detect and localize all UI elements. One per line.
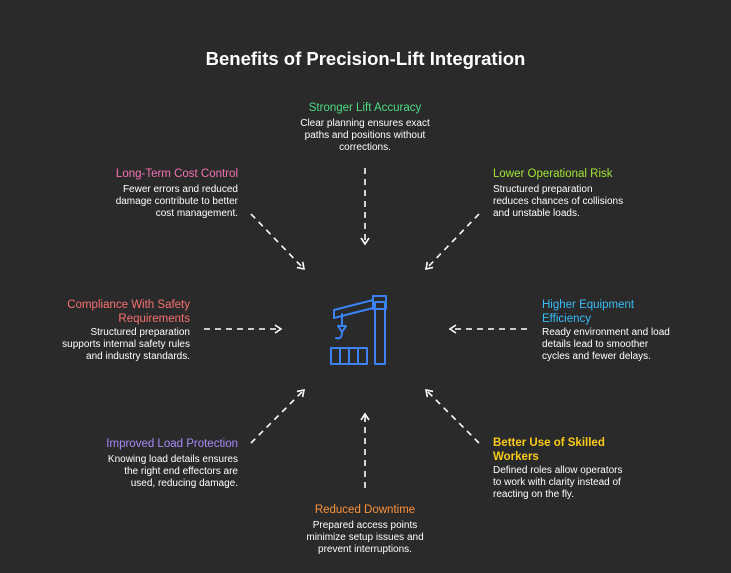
body-line: corrections. <box>339 142 391 153</box>
benefit-body: Structured preparation supports internal… <box>20 327 190 363</box>
heading-line: Compliance With Safety <box>67 299 190 311</box>
body-line: Structured preparation <box>90 327 190 338</box>
benefit-body: Clear planning ensures exact paths and p… <box>260 118 470 154</box>
crane-icon <box>330 295 387 365</box>
benefit-heading: Stronger Lift Accuracy <box>308 102 422 114</box>
benefit-body: Defined roles allow operators to work wi… <box>493 465 693 501</box>
body-line: Fewer errors and reduced <box>122 184 238 195</box>
body-line: details lead to smoother <box>542 339 649 350</box>
benefit-heading: Higher Equipment Efficiency <box>542 298 722 326</box>
benefit-lift-accuracy: Stronger Lift Accuracy Clear planning en… <box>260 101 470 154</box>
body-line: and unstable loads. <box>493 208 580 219</box>
heading-line: Better Use of Skilled <box>493 437 605 449</box>
benefit-heading: Better Use of Skilled Workers <box>493 436 693 464</box>
body-line: the right end effectors are <box>124 466 238 477</box>
benefit-body: Fewer errors and reduced damage contribu… <box>38 184 238 220</box>
body-line: to work with clarity instead of <box>493 477 621 488</box>
benefit-heading: Reduced Downtime <box>314 504 416 516</box>
benefit-body: Ready environment and load details lead … <box>542 327 722 363</box>
arrow-from-bottom-left <box>250 388 306 444</box>
body-line: paths and positions without <box>304 130 426 141</box>
body-line: used, reducing damage. <box>130 478 238 489</box>
body-line: and industry standards. <box>86 351 190 362</box>
benefit-safety-compliance: Compliance With Safety Requirements Stru… <box>20 298 190 363</box>
body-line: Clear planning ensures exact <box>300 118 430 129</box>
page-title: Benefits of Precision-Lift Integration <box>205 48 526 69</box>
benefit-skilled-workers: Better Use of Skilled Workers Defined ro… <box>493 436 693 501</box>
heading-line: Higher Equipment <box>542 299 635 311</box>
body-line: Structured preparation <box>493 184 593 195</box>
body-line: supports internal safety rules <box>62 339 190 350</box>
heading-line: Efficiency <box>542 313 592 325</box>
arrow-from-top-right <box>424 213 480 271</box>
body-line: cost management. <box>155 208 238 219</box>
heading-line: Workers <box>493 451 539 463</box>
body-line: Ready environment and load <box>542 327 670 338</box>
benefit-load-protection: Improved Load Protection Knowing load de… <box>38 437 238 490</box>
benefit-heading: Improved Load Protection <box>106 438 238 450</box>
body-line: minimize setup issues and <box>306 532 424 543</box>
benefit-heading: Compliance With Safety Requirements <box>20 298 190 326</box>
body-line: cycles and fewer delays. <box>542 351 651 362</box>
body-line: Defined roles allow operators <box>493 465 623 476</box>
benefit-heading: Lower Operational Risk <box>493 168 613 180</box>
benefit-body: Knowing load details ensures the right e… <box>38 454 238 490</box>
benefit-cost-control: Long-Term Cost Control Fewer errors and … <box>38 167 238 220</box>
benefit-reduced-downtime: Reduced Downtime Prepared access points … <box>260 503 470 556</box>
benefit-body: Prepared access points minimize setup is… <box>260 520 470 556</box>
benefit-heading: Long-Term Cost Control <box>115 168 238 180</box>
body-line: prevent interruptions. <box>318 544 412 555</box>
body-line: Knowing load details ensures <box>107 454 238 465</box>
arrow-from-bottom-right <box>424 388 480 444</box>
heading-line: Requirements <box>118 313 190 325</box>
arrow-from-top-left <box>250 213 306 271</box>
body-line: reacting on the fly. <box>493 489 574 500</box>
body-line: Prepared access points <box>312 520 418 531</box>
body-line: damage contribute to better <box>115 196 238 207</box>
benefit-equipment-efficiency: Higher Equipment Efficiency Ready enviro… <box>542 298 722 363</box>
body-line: reduces chances of collisions <box>493 196 624 207</box>
benefit-body: Structured preparation reduces chances o… <box>493 184 693 220</box>
benefit-operational-risk: Lower Operational Risk Structured prepar… <box>493 167 693 220</box>
